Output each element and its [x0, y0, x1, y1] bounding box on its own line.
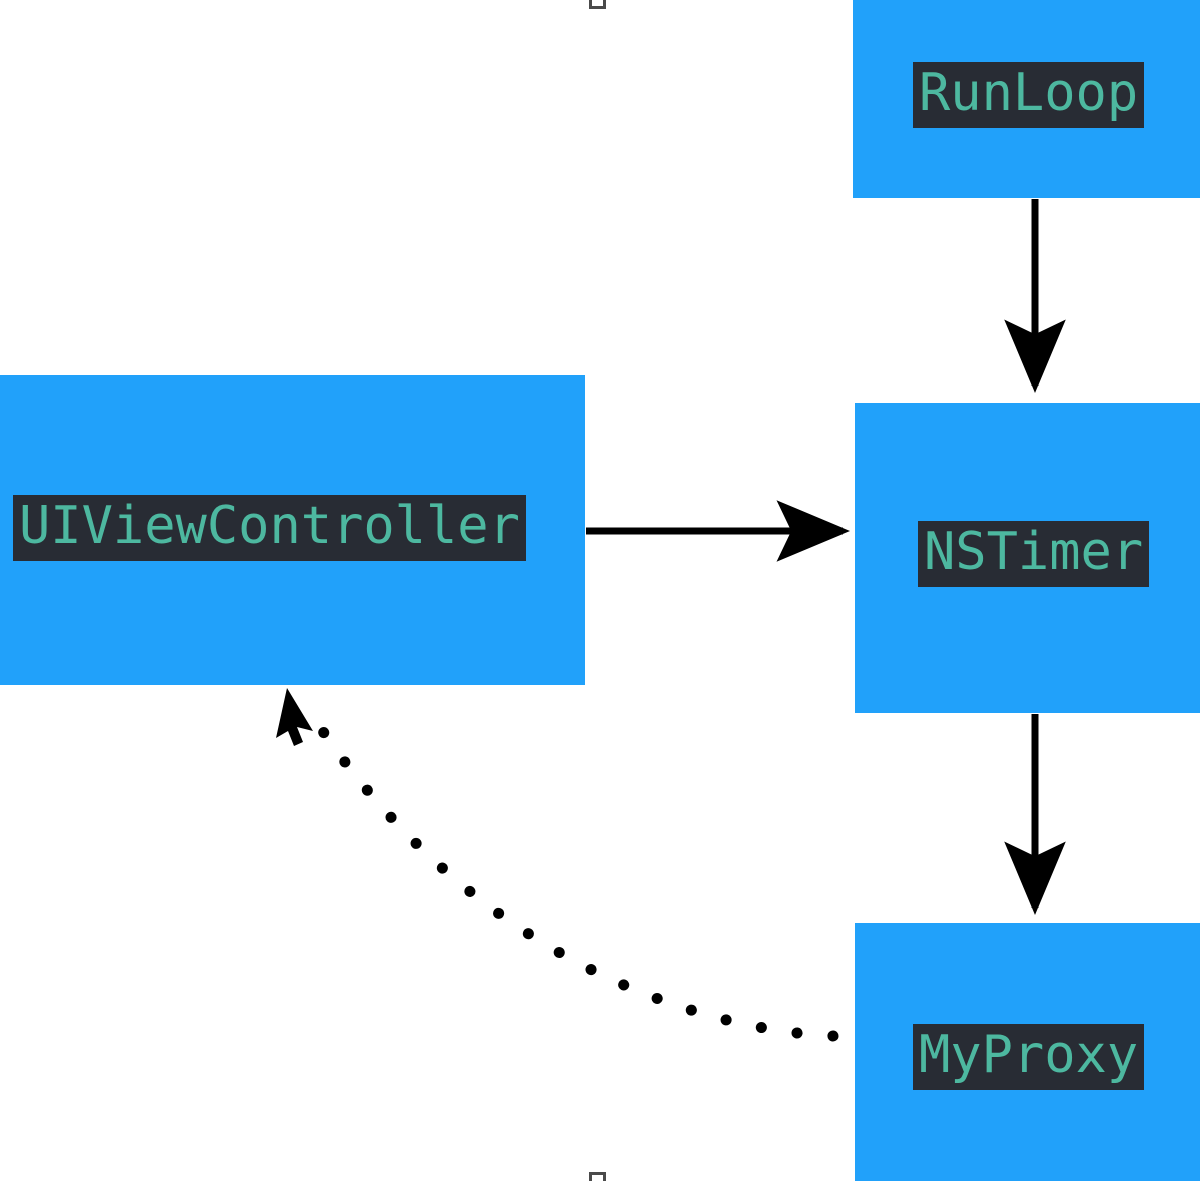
node-runloop[interactable]: RunLoop	[853, 0, 1200, 198]
dotted-edge-arrowhead	[276, 688, 313, 746]
resize-handle-top[interactable]	[589, 0, 606, 9]
node-uiviewcontroller[interactable]: UIViewController	[0, 375, 585, 685]
node-myproxy[interactable]: MyProxy @稀土掘金技术社区	[855, 923, 1200, 1181]
node-nstimer[interactable]: NSTimer	[855, 403, 1200, 713]
node-nstimer-label: NSTimer	[918, 521, 1150, 588]
resize-handle-bottom[interactable]	[589, 1172, 606, 1181]
node-runloop-label: RunLoop	[913, 62, 1145, 129]
node-uiviewcontroller-label: UIViewController	[13, 495, 526, 562]
edge-myproxy-to-uiviewcontroller	[276, 688, 839, 1042]
node-myproxy-label: MyProxy	[913, 1024, 1145, 1091]
